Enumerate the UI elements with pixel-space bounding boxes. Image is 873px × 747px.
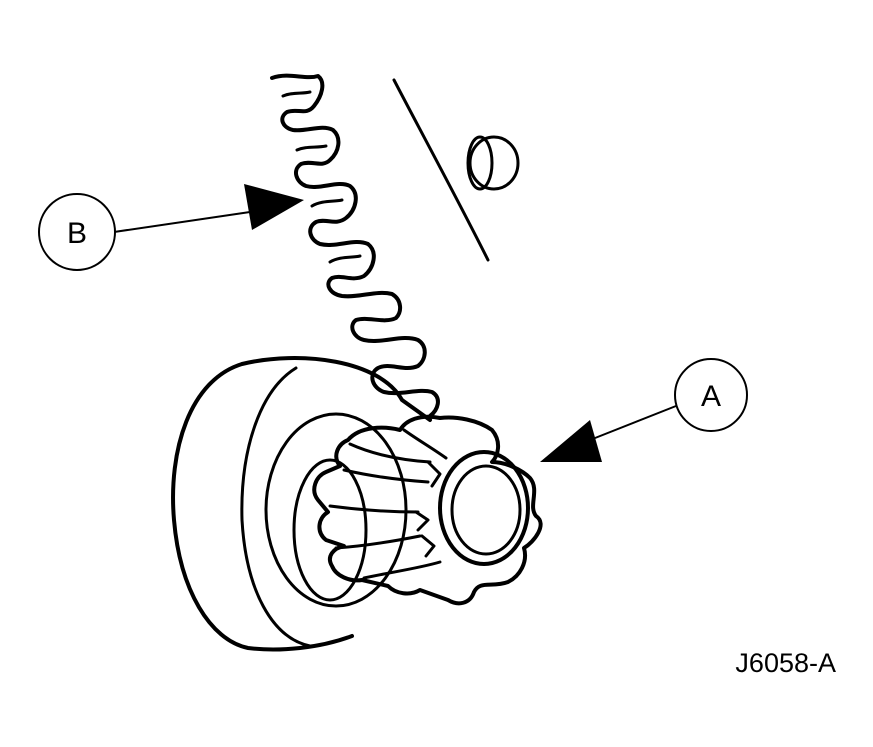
clutch-housing-outer <box>171 356 432 652</box>
callout-a-label: A <box>701 380 721 413</box>
figure-id: J6058-A <box>735 648 836 678</box>
callout-b-label: B <box>67 217 87 250</box>
pinion-bore-inner <box>450 464 522 556</box>
pinion-tooth-ridges <box>328 428 448 580</box>
callout-a: A <box>540 358 748 462</box>
callout-b-circle <box>38 193 116 271</box>
starter-drive-assembly <box>171 356 543 652</box>
callout-a-arrowhead <box>540 420 602 462</box>
flywheel-edge-arc <box>392 78 490 262</box>
flywheel-ring-gear <box>270 73 520 418</box>
pinion-bore-outer <box>438 450 530 566</box>
callout-b-arrowhead <box>244 184 304 230</box>
flywheel-rivet <box>466 135 520 191</box>
callout-b: B <box>38 184 304 271</box>
ring-gear-teeth <box>270 73 440 418</box>
ring-gear-tooth-faces <box>281 90 362 264</box>
callout-b-leader <box>113 211 251 233</box>
clutch-housing-face <box>240 366 312 648</box>
callout-a-circle <box>674 358 748 432</box>
drive-flange-inner <box>292 458 368 602</box>
callout-a-leader <box>589 405 677 441</box>
pinion-tooth-tips <box>414 460 442 558</box>
pinion-gear-teeth <box>312 414 543 606</box>
drive-flange <box>264 412 408 608</box>
